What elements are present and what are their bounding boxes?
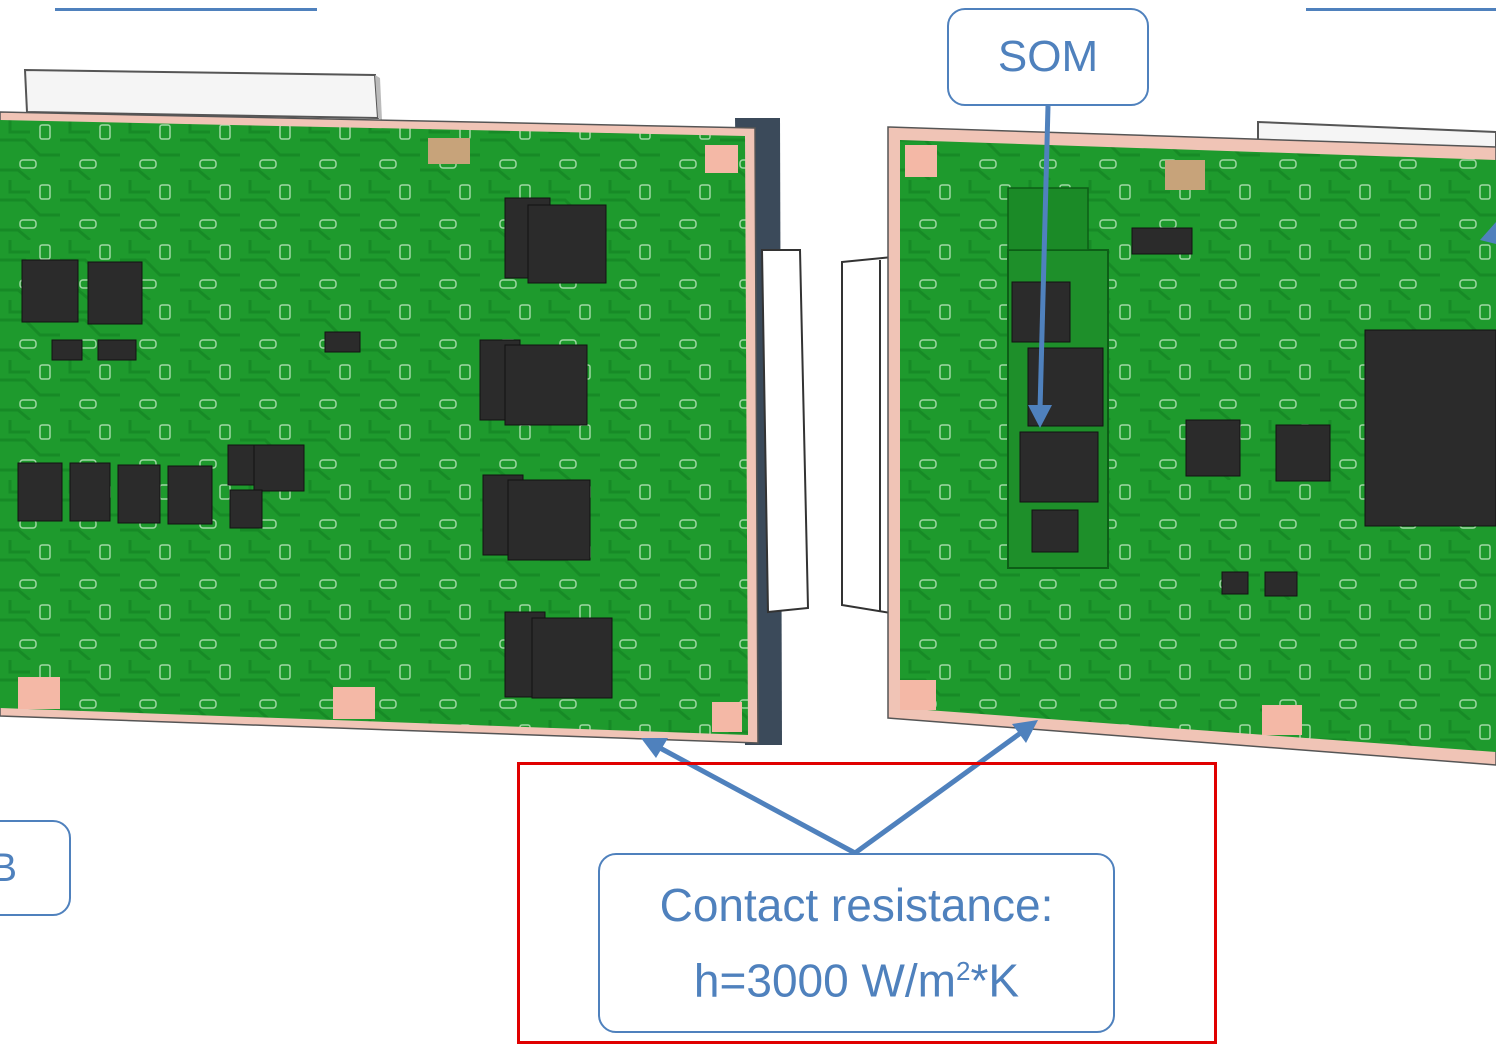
contact-resistance-highlight: [517, 762, 1217, 1044]
contact-resistance-callout: Contact resistance: h=3000 W/m2*K: [598, 853, 1115, 1033]
contact-unit-suffix: *K: [970, 954, 1020, 1007]
contact-value: h=3000 W/m: [693, 954, 956, 1007]
contact-pad: [1262, 705, 1302, 735]
left-partial-label: B: [0, 845, 17, 890]
som-label: SOM: [997, 32, 1099, 81]
contact-pad: [333, 687, 375, 719]
top-left-callout-edge: [55, 0, 317, 11]
contact-pad: [18, 677, 60, 709]
contact-line-2: h=3000 W/m2*K: [694, 938, 1019, 1013]
contact-line-1: Contact resistance:: [659, 879, 1054, 932]
contact-pad: [428, 138, 470, 164]
som-label-callout: SOM: [947, 8, 1149, 106]
contact-pad: [905, 145, 937, 177]
annotation-arrows: [641, 105, 1496, 856]
contact-pad: [712, 702, 742, 732]
contact-pad: [900, 680, 936, 710]
top-right-callout-edge: [1306, 0, 1496, 11]
left-partial-callout: B: [0, 820, 71, 916]
left-board: [0, 68, 810, 745]
contact-exponent: 2: [956, 956, 971, 987]
contact-pad: [705, 145, 738, 173]
right-board: [841, 120, 1496, 766]
contact-pad: [1165, 160, 1205, 190]
